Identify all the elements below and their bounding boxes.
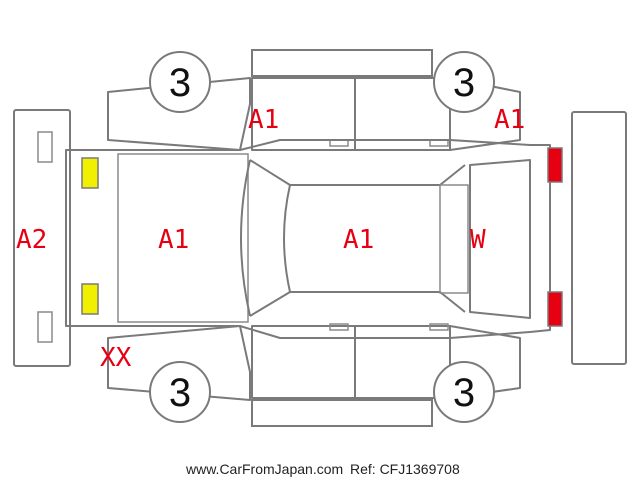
damage-code-roof: A1 xyxy=(343,225,374,255)
wheel-front-right-score: 3 xyxy=(453,61,475,105)
damage-code-front-left-fender: A1 xyxy=(248,105,279,135)
damage-code-front-bumper: A2 xyxy=(16,225,47,255)
footer-ref: Ref: CFJ1369708 xyxy=(350,461,460,477)
wheel-rear-left: 3 xyxy=(149,361,211,423)
wheel-rear-left-score: 3 xyxy=(169,371,191,415)
front-light-left xyxy=(81,157,99,189)
front-light-right xyxy=(81,283,99,315)
wheel-rear-right-score: 3 xyxy=(453,371,475,415)
front-lights xyxy=(81,157,99,315)
rear-lights xyxy=(547,147,563,327)
footer-site: www.CarFromJapan.com xyxy=(185,461,343,477)
damage-code-rear-left-quarter: A1 xyxy=(494,105,525,135)
damage-code-hood: A1 xyxy=(158,225,189,255)
car-body xyxy=(65,139,551,339)
damage-code-rear-window: W xyxy=(470,225,486,255)
wheel-front-left: 3 xyxy=(149,51,211,113)
wheel-front-right: 3 xyxy=(433,51,495,113)
wheel-rear-right: 3 xyxy=(433,361,495,423)
rear-light-left xyxy=(547,147,563,183)
rear-light-right xyxy=(547,291,563,327)
top-side-panels xyxy=(107,49,521,151)
wheel-front-left-score: 3 xyxy=(169,61,191,105)
bottom-side-panels xyxy=(107,323,521,427)
damage-code-front-right-corner: XX xyxy=(100,343,132,373)
front-bumper xyxy=(13,109,71,367)
rear-bumper xyxy=(571,111,627,365)
